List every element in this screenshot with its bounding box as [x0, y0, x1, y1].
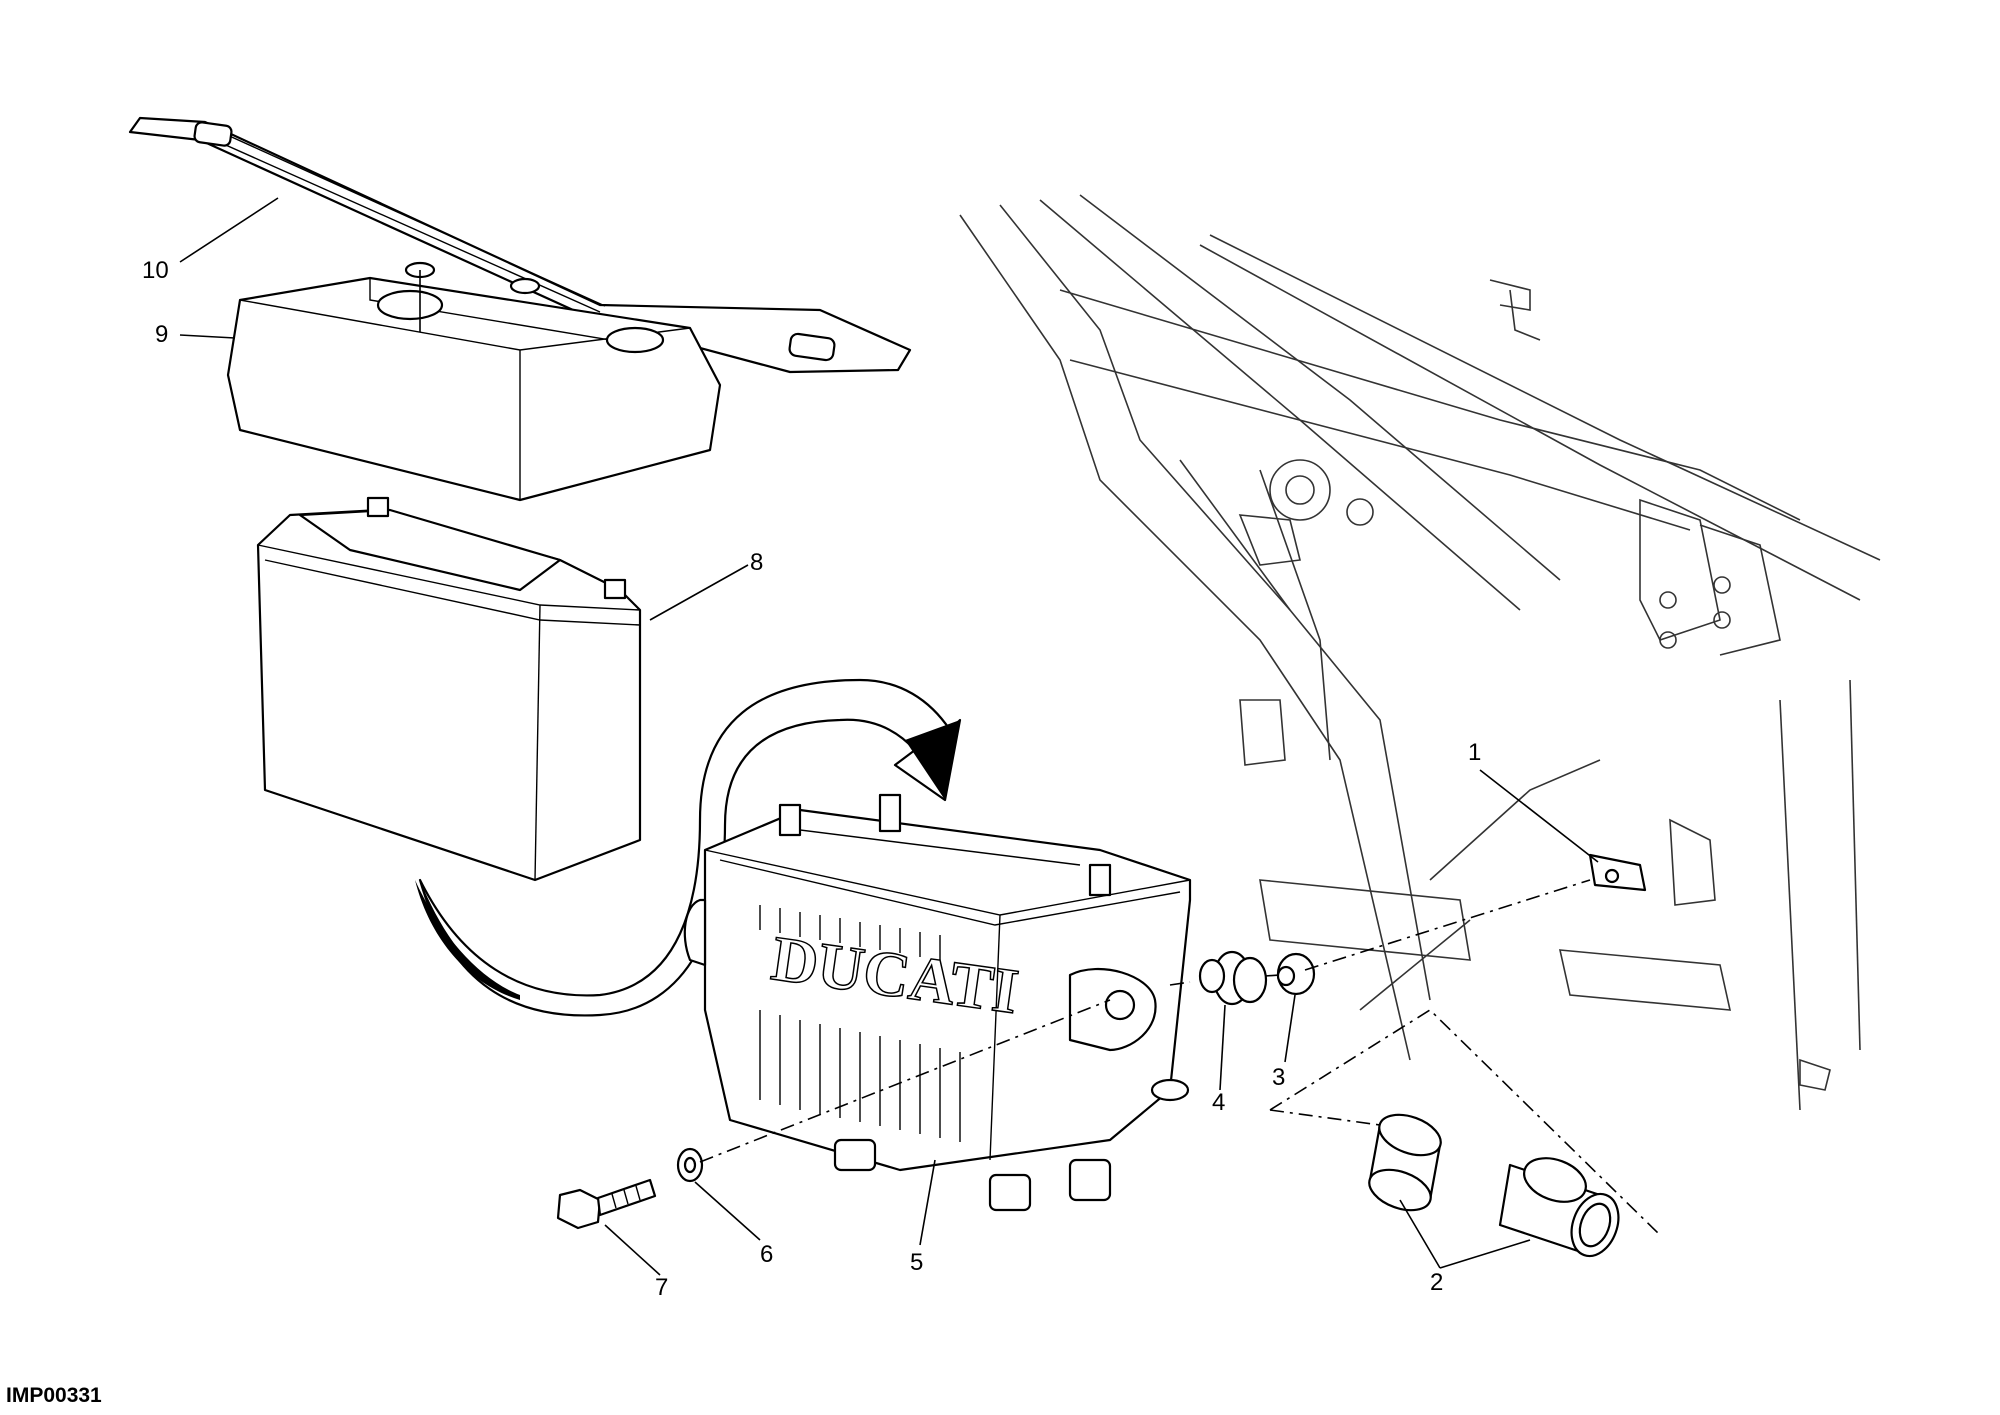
callout-6: 6	[760, 1241, 773, 1268]
clip-nut	[1588, 853, 1647, 892]
battery-box: DUCATI	[683, 793, 1192, 1212]
callout-4: 4	[1212, 1089, 1225, 1116]
drawing-code: IMP00331	[6, 1384, 102, 1407]
callout-1: 1	[1468, 739, 1481, 766]
callout-2: 2	[1430, 1269, 1443, 1296]
assembly-axis-lines	[699, 879, 1661, 1236]
leader-lines	[179, 197, 1599, 1276]
battery-strap	[128, 116, 912, 374]
callout-labels: 1 2 3 4 5 6 7 8 9 10	[142, 257, 1481, 1301]
washer	[676, 1147, 704, 1183]
battery-cover	[226, 270, 722, 502]
spacer-bushing	[1276, 952, 1316, 996]
callout-9: 9	[155, 321, 168, 348]
sleeves	[1368, 1113, 1620, 1258]
flange-screw	[556, 1178, 657, 1230]
rubber-grommet	[1198, 950, 1268, 1006]
callout-10: 10	[142, 257, 169, 284]
battery	[256, 496, 642, 882]
callout-5: 5	[910, 1249, 923, 1276]
motorcycle-frame	[959, 194, 1881, 1111]
box-vent-slots	[759, 905, 961, 1142]
callout-7: 7	[655, 1274, 668, 1301]
callout-8: 8	[750, 549, 763, 576]
callout-3: 3	[1272, 1064, 1285, 1091]
